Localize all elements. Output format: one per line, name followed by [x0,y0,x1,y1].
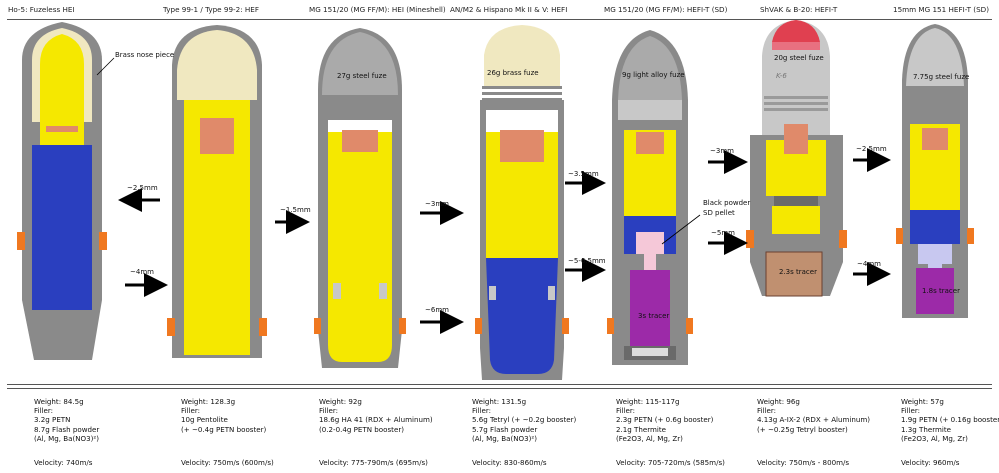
shell-hispano [475,25,569,380]
shell-title-15mm: 15mm MG 151 HEFI-T (SD) [893,5,990,14]
spec-line: 2.1g Thermite [616,424,667,434]
spec-line: 5.6g Tetryl (+ ~0.2g booster) [472,415,577,425]
spec-type99: Weight: 128.3g Filler: 10g Pentolite (+ … [181,397,266,434]
spec-line: 2.3g PETN (+ 0.6g booster) [616,415,714,425]
spec-line: Filler: [181,406,201,416]
velocity-mg151-hei: Velocity: 775-790m/s (695m/s) [319,458,428,467]
bottom-separator-2 [7,388,992,389]
spec-line: 4.13g A-IX-2 (RDX + Aluminum) [757,415,871,425]
shell-title-type99: Type 99-1 / Type 99-2: HEF [163,5,259,14]
spec-line: Filler: [757,406,777,416]
measure-label: ~3.5mm [568,170,599,178]
spec-shvak: Weight: 96g Filler: 4.13g A-IX-2 (RDX + … [757,397,870,434]
spec-line: Filler: [472,406,492,416]
measure-arrows [118,148,891,334]
spec-line: (Fe2O3, Al, Mg, Zr) [901,433,968,443]
spec-line: Filler: [319,406,339,416]
spec-line: 8.7g Flash powder [34,424,100,434]
spec-line: 5.7g Flash powder [472,424,538,434]
spec-line: 1.3g Thermite [901,424,952,434]
label-shvak-marking: K-6 [776,72,787,80]
shell-mg151-hei [314,28,406,368]
spec-line: Filler: [901,406,921,416]
spec-line: Weight: 57g [901,397,944,406]
spec-line: 18.6g HA 41 (RDX + Aluminum) [319,415,433,425]
measure-label: ~3mm [710,147,734,155]
shell-shvak [746,20,847,297]
shell-title-mg151-hei: MG 151/20 (MG FF/M): HEI (Mineshell) [309,5,446,14]
spec-line: (Al, Mg, Ba(NO3)²) [472,433,537,443]
spec-mg151-hefit: Weight: 115-117g Filler: 2.3g PETN (+ 0.… [616,397,713,443]
spec-line: (Fe2O3, Al, Mg, Zr) [616,433,683,443]
spec-line: Weight: 128.3g [181,397,236,406]
measure-label: ~4mm [130,268,154,276]
spec-line: 10g Pentolite [181,415,228,425]
spec-line: Filler: [616,406,636,416]
measure-label: ~5mm [711,229,735,237]
shell-title-shvak: ShVAK & B-20: HEFI-T [760,5,838,14]
velocity-type99: Velocity: 750m/s (600m/s) [181,458,274,467]
spec-line: Weight: 92g [319,397,362,406]
label-fuze-hispano: 26g brass fuze [487,69,539,77]
shell-ho5 [17,22,115,360]
label-fuze-mg151-hei: 27g steel fuze [337,72,387,80]
measure-label: ~2.5mm [127,184,158,192]
measure-label: ~1.5mm [280,206,311,214]
top-separator [7,19,992,20]
spec-line: Weight: 115-117g [616,397,680,406]
label-tracer-3s: 3s tracer [638,312,669,320]
velocity-hispano: Velocity: 830-860m/s [472,458,547,467]
velocity-15mm: Velocity: 960m/s [901,458,960,467]
spec-line: (0.2-0.4g PETN booster) [319,424,405,434]
shell-15mm [896,24,974,318]
shell-title-hispano: AN/M2 & Hispano Mk II & V: HEFI [450,5,568,14]
spec-mg151-hei: Weight: 92g Filler: 18.6g HA 41 (RDX + A… [319,397,433,434]
measure-label: ~3mm [425,200,449,208]
label-sd-pellet: SD pellet [703,209,735,217]
label-fuze-shvak: 20g steel fuze [774,54,824,62]
spec-line: (+ ~0.25g Tetryl booster) [757,424,848,434]
measure-label: ~2.5mm [856,145,887,153]
spec-line: Filler: [34,406,54,416]
bottom-separator [7,384,992,385]
label-brass-nose: Brass nose piece [115,51,174,59]
shell-type99 [167,25,267,358]
spec-line: Weight: 84.5g [34,397,84,406]
label-tracer-18s: 1.8s tracer [922,287,960,295]
spec-line: 1.9g PETN (+ 0.16g booster) [901,415,999,425]
spec-line: (Al, Mg, Ba(NO3)²) [34,433,99,443]
velocity-ho5: Velocity: 740m/s [34,458,93,467]
spec-line: Weight: 96g [757,397,800,406]
spec-hispano: Weight: 131.5g Filler: 5.6g Tetryl (+ ~0… [472,397,576,443]
label-fuze-15mm: 7.75g steel fuze [913,73,969,81]
spec-15mm: Weight: 57g Filler: 1.9g PETN (+ 0.16g b… [901,397,999,443]
spec-line: (+ ~0.4g PETN booster) [181,424,267,434]
label-fuze-mg151-hefit: 9g light alloy fuze [622,71,685,79]
velocity-shvak: Velocity: 750m/s - 800m/s [757,458,850,467]
velocity-mg151-hefit: Velocity: 705-720m/s (585m/s) [616,458,725,467]
spec-line: 3.2g PETN [34,415,71,425]
shell-mg151-hefit [607,30,701,365]
measure-label: ~4mm [857,260,881,268]
label-black-powder: Black powder [703,199,750,207]
shell-title-ho5: Ho-5: Fuzeless HEI [8,5,75,14]
spec-line: Weight: 131.5g [472,397,527,406]
spec-ho5: Weight: 84.5g Filler: 3.2g PETN 8.7g Fla… [34,397,99,443]
shell-title-mg151-hefit: MG 151/20 (MG FF/M): HEFI-T (SD) [604,5,728,14]
measure-label: ~5-6.5mm [568,257,606,265]
measure-label: ~6mm [425,306,449,314]
label-tracer-23s: 2.3s tracer [779,268,817,276]
